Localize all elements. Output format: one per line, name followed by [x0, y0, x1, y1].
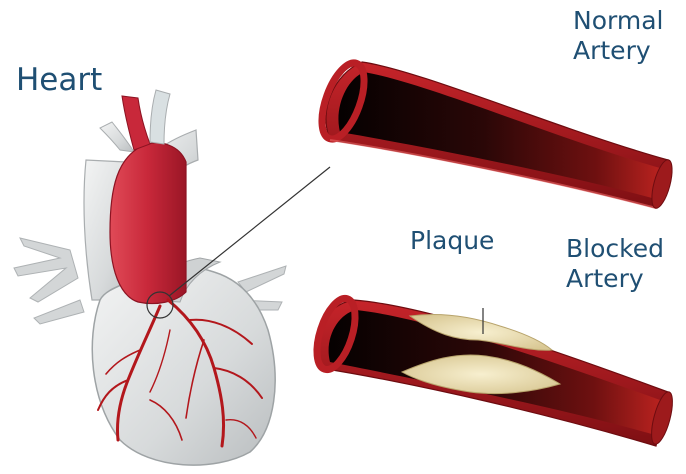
- blocked-artery-illustration: [309, 294, 676, 446]
- normal-artery-lumen: [338, 72, 660, 198]
- heart-body: [92, 267, 275, 465]
- normal-artery-label: Normal Artery: [573, 6, 663, 66]
- heart-label: Heart: [16, 62, 102, 99]
- aorta: [110, 143, 186, 304]
- leader-line: [169, 167, 330, 296]
- blocked-artery-label: Blocked Artery: [566, 234, 664, 294]
- normal-artery-illustration: [313, 58, 676, 211]
- pulmonary-veins: [14, 238, 84, 324]
- heart-illustration: [14, 90, 286, 465]
- plaque-label: Plaque: [410, 226, 494, 256]
